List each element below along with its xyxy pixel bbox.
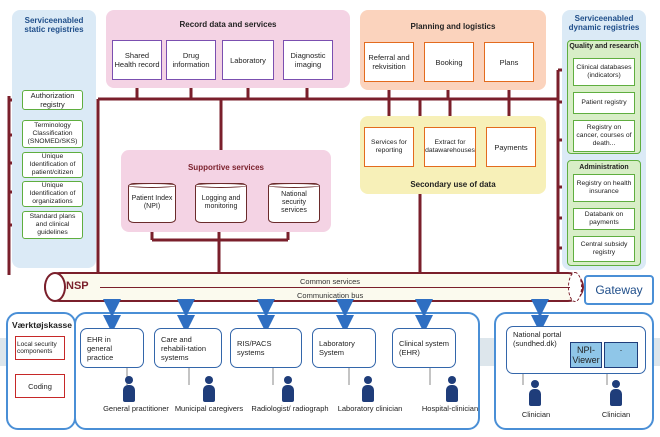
- person-icon: [446, 376, 458, 402]
- toolbox-coding[interactable]: Coding: [15, 374, 65, 398]
- toolbox-title: Værktøjskasse: [12, 320, 73, 330]
- record-data-title: Record data and services: [179, 20, 277, 29]
- system-laboratory[interactable]: Laboratory System: [312, 328, 376, 368]
- administration-title: Administration: [579, 164, 629, 171]
- supportive-security[interactable]: National security services: [268, 183, 320, 223]
- secondary-payments[interactable]: Payments: [486, 127, 536, 167]
- registry-patient[interactable]: Patient registry: [573, 92, 635, 114]
- secondary-extract[interactable]: Extract for datawarehouses: [424, 127, 476, 167]
- nsp-label: NSP: [66, 280, 89, 292]
- planning-referral[interactable]: Referral and rekvisition: [364, 42, 414, 82]
- gateway-box[interactable]: Gateway: [584, 275, 654, 305]
- dynamic-registries-title: Serviceenabled dynamic registries: [568, 14, 640, 32]
- record-drug-information[interactable]: Drug information: [166, 40, 216, 80]
- registry-health-insurance[interactable]: Registry on health insurance: [573, 174, 635, 202]
- person-label-municipal-caregivers: Municipal caregivers: [174, 404, 244, 413]
- person-label-radiologist: Radiologist/ radiograph: [251, 404, 329, 413]
- system-ris-pacs[interactable]: RIS/PACS systems: [230, 328, 302, 368]
- record-laboratory[interactable]: Laboratory: [222, 40, 274, 80]
- planning-booking[interactable]: Booking: [424, 42, 474, 82]
- registry-central-subsidy[interactable]: Central subsidy registry: [573, 236, 635, 262]
- registry-patient-id[interactable]: Unique Identification of patient/citizen: [22, 152, 83, 178]
- secondary-reporting[interactable]: Services for reporting: [364, 127, 414, 167]
- person-icon: [529, 380, 541, 406]
- person-label-clinician: Clinician: [601, 410, 631, 419]
- supportive-title: Supportive services: [187, 163, 265, 172]
- system-clinical-ehr[interactable]: Clinical system (EHR): [392, 328, 456, 368]
- npi-viewer-window[interactable]: .: [604, 342, 638, 368]
- toolbox-pool: [6, 312, 76, 430]
- toolbox-local-security[interactable]: Local security components: [15, 336, 65, 360]
- system-ehr-general-practice[interactable]: EHR in general practice: [80, 328, 144, 368]
- common-services-label: Common services: [300, 277, 361, 286]
- registry-databank-payments[interactable]: Databank on payments: [573, 208, 635, 230]
- npi-viewer[interactable]: NPI-Viewer: [570, 342, 602, 368]
- person-label-general-practitioner: General practitioner: [103, 404, 169, 413]
- nsp-bus-divider: [100, 287, 570, 288]
- nsp-bus-end-left: [44, 272, 66, 302]
- person-label-hospital-clinician: Hospital-clinician: [421, 404, 479, 413]
- registry-organization-id[interactable]: Unique Identification of organizations: [22, 181, 83, 207]
- record-shared-health-record[interactable]: Shared Health record: [112, 40, 162, 80]
- person-icon: [362, 376, 374, 402]
- person-icon: [123, 376, 135, 402]
- registry-clinical-databases[interactable]: Clinical databases (indicators): [573, 58, 635, 86]
- person-icon: [610, 380, 622, 406]
- gateway-label: Gateway: [595, 283, 643, 297]
- person-icon: [282, 376, 294, 402]
- registry-cancer[interactable]: Registry on cancer, courses of death...: [573, 120, 635, 152]
- person-label-clinician: Clinician: [521, 410, 551, 419]
- registry-authorization[interactable]: Authorization registry: [22, 90, 83, 110]
- supportive-patient-index[interactable]: Patient Index (NPI): [128, 183, 176, 223]
- person-label-laboratory-clinician: Laboratory clinician: [337, 404, 403, 413]
- registry-standard-plans[interactable]: Standard plans and clinical guidelines: [22, 211, 83, 239]
- supportive-logging[interactable]: Logging and monitoring: [195, 183, 247, 223]
- static-registries-title: Serviceenabled static registries: [24, 16, 84, 34]
- communication-bus-label: Communication bus: [297, 291, 364, 300]
- record-diagnostic-imaging[interactable]: Diagnostic imaging: [283, 40, 333, 80]
- planning-plans[interactable]: Plans: [484, 42, 534, 82]
- registry-terminology[interactable]: Terminology Classification (SNOMED/SKS): [22, 120, 83, 148]
- system-care-rehabilitation[interactable]: Care and rehabili-tation systems: [154, 328, 222, 368]
- secondary-use-title: Secondary use of data: [410, 180, 496, 189]
- person-icon: [203, 376, 215, 402]
- planning-title: Planning and logistics: [410, 22, 496, 31]
- quality-research-title: Quality and research: [569, 43, 639, 50]
